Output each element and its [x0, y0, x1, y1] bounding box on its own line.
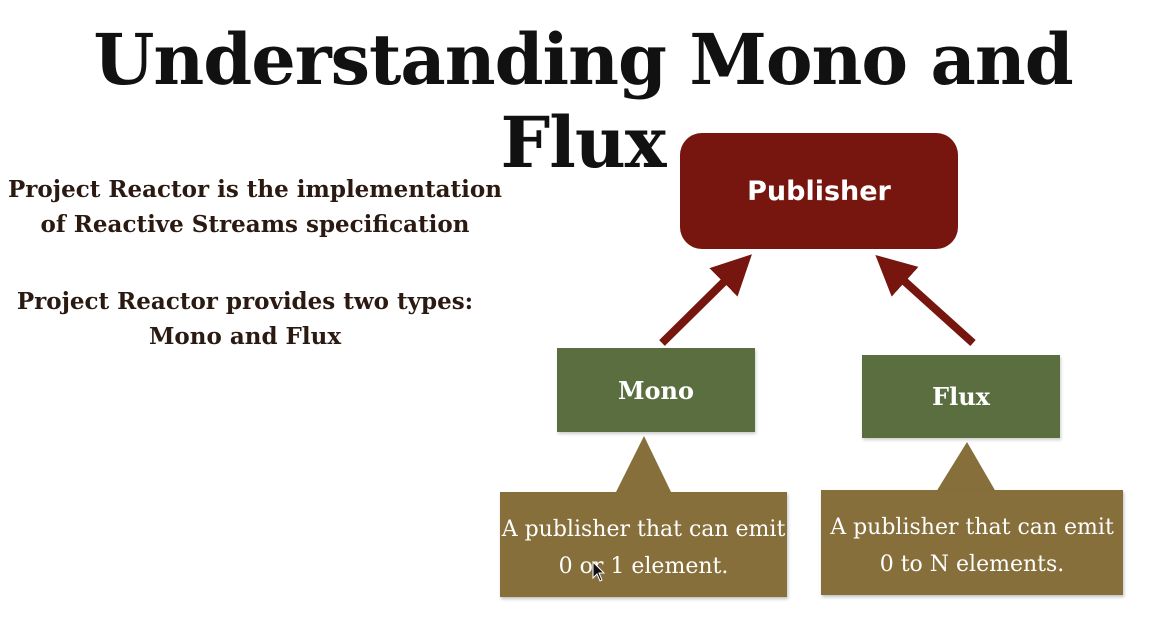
flux-description-callout: A publisher that can emit 0 to N element… [821, 490, 1123, 595]
publisher-box: Publisher [680, 133, 958, 249]
bullet-reactor-types: Project Reactor provides two types: Mono… [16, 288, 474, 350]
flux-description: A publisher that can emit 0 to N element… [830, 515, 1114, 577]
bullet-reactor-implementation: Project Reactor is the implementation of… [8, 176, 502, 238]
mono-callout-pointer [615, 436, 672, 494]
mono-description: A publisher that can emit 0 or 1 element… [501, 517, 786, 579]
flux-to-publisher-arrow [875, 255, 976, 346]
slide-title: Understanding Mono and Flux [93, 18, 1073, 184]
flux-label: Flux [932, 382, 990, 411]
flux-box: Flux [862, 355, 1060, 438]
mono-description-callout: A publisher that can emit 0 or 1 element… [500, 492, 787, 597]
mono-box: Mono [557, 348, 755, 432]
publisher-label: Publisher [747, 175, 891, 207]
mono-label: Mono [617, 375, 695, 405]
mono-to-publisher-arrow [659, 254, 752, 346]
flux-callout-pointer [936, 442, 996, 492]
